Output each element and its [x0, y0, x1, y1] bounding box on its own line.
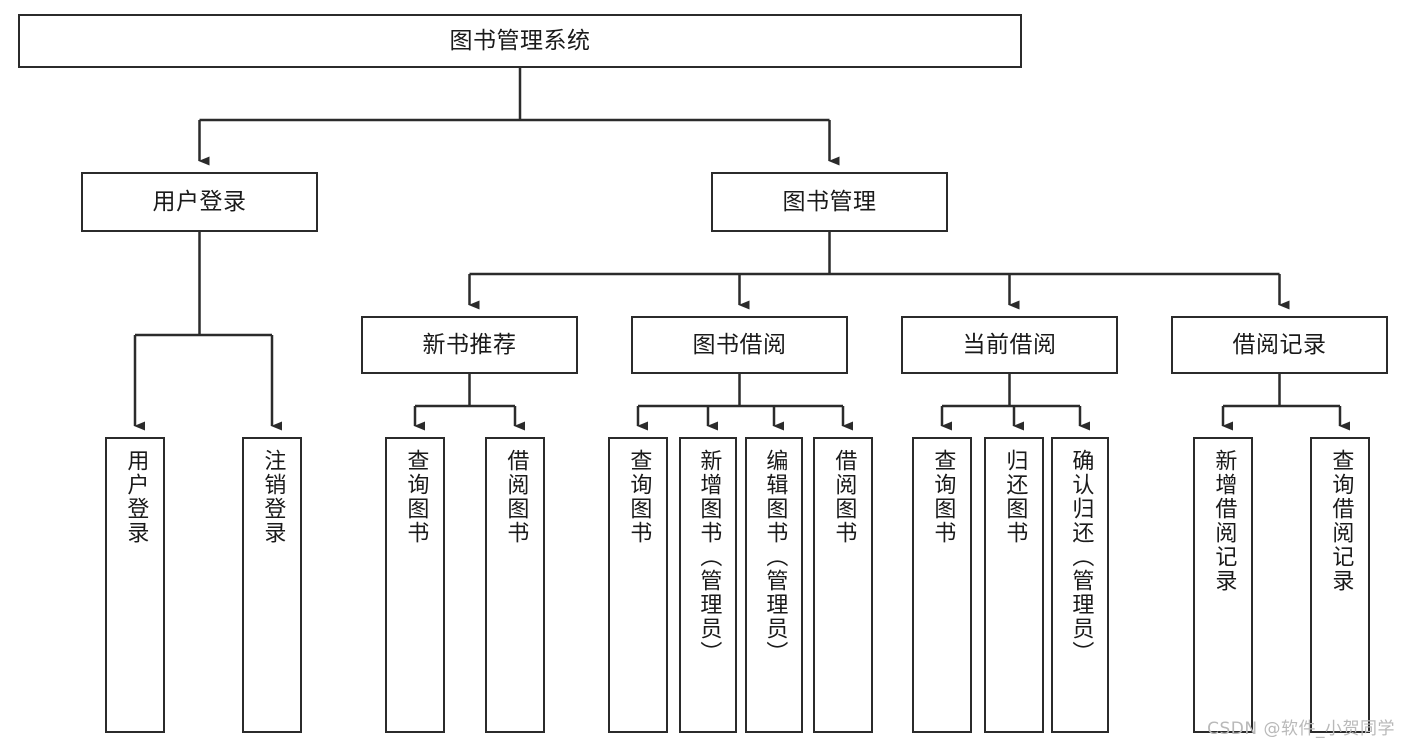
node-label: 借阅图书 — [503, 449, 529, 545]
node-label: 当前借阅 — [962, 331, 1057, 358]
node-label: 编辑图书（管理员） — [762, 449, 788, 665]
node-l-logout[interactable]: 注销登录 — [242, 437, 302, 733]
node-label: 查询图书 — [930, 449, 956, 545]
node-label: 查询图书 — [403, 449, 429, 545]
node-label: 查询图书 — [626, 449, 652, 545]
csdn-watermark: CSDN @软件_小贺同学 — [1207, 719, 1395, 739]
node-l-cq[interactable]: 查询图书 — [912, 437, 972, 733]
node-l-nb-borrow[interactable]: 借阅图书 — [485, 437, 545, 733]
node-l-bq[interactable]: 查询图书 — [608, 437, 668, 733]
node-label: 注销登录 — [260, 449, 286, 545]
edge-paths — [133, 68, 1350, 431]
node-label: 确认归还（管理员） — [1068, 449, 1094, 665]
node-label: 归还图书 — [1002, 449, 1028, 545]
node-label: 图书管理 — [782, 188, 877, 215]
node-label: 用户登录 — [123, 449, 149, 545]
node-borrow[interactable]: 图书借阅 — [631, 316, 848, 374]
node-l-bborrow[interactable]: 借阅图书 — [813, 437, 873, 733]
node-l-bedit[interactable]: 编辑图书（管理员） — [745, 437, 803, 733]
node-l-badd[interactable]: 新增图书（管理员） — [679, 437, 737, 733]
node-l-nb-query[interactable]: 查询图书 — [385, 437, 445, 733]
node-l-radd[interactable]: 新增借阅记录 — [1193, 437, 1253, 733]
node-newbook[interactable]: 新书推荐 — [361, 316, 578, 374]
node-root[interactable]: 图书管理系统 — [18, 14, 1022, 68]
node-label: 新增借阅记录 — [1211, 449, 1237, 593]
node-label: 用户登录 — [152, 188, 247, 215]
node-label: 借阅图书 — [831, 449, 857, 545]
node-records[interactable]: 借阅记录 — [1171, 316, 1388, 374]
node-l-rquery[interactable]: 查询借阅记录 — [1310, 437, 1370, 733]
node-l-login[interactable]: 用户登录 — [105, 437, 165, 733]
node-label: 查询借阅记录 — [1328, 449, 1354, 593]
node-current[interactable]: 当前借阅 — [901, 316, 1118, 374]
node-label: 借阅记录 — [1232, 331, 1327, 358]
node-l-cconf[interactable]: 确认归还（管理员） — [1051, 437, 1109, 733]
node-l-cret[interactable]: 归还图书 — [984, 437, 1044, 733]
node-label: 图书管理系统 — [449, 27, 591, 54]
node-label: 新书推荐 — [422, 331, 517, 358]
node-bookmgmt[interactable]: 图书管理 — [711, 172, 948, 232]
node-login[interactable]: 用户登录 — [81, 172, 318, 232]
node-label: 图书借阅 — [692, 331, 787, 358]
node-label: 新增图书（管理员） — [696, 449, 722, 665]
